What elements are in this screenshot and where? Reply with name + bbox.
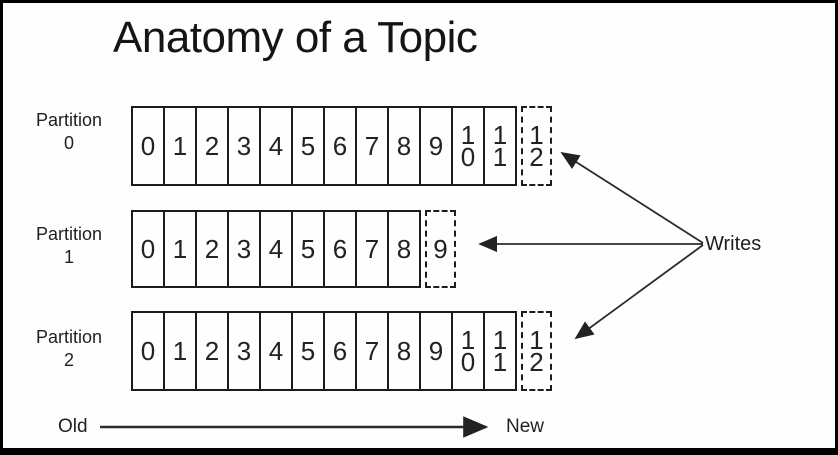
cell-digit: 1 bbox=[529, 325, 544, 355]
message-cell: 3 bbox=[227, 212, 259, 286]
partition-label-number: 0 bbox=[63, 133, 74, 153]
message-cell: 4 bbox=[259, 212, 291, 286]
message-cell: 5 bbox=[291, 212, 323, 286]
message-cell: 5 bbox=[291, 313, 323, 389]
partition-label-number: 1 bbox=[63, 247, 74, 267]
writes-arrow-partition2 bbox=[574, 244, 704, 340]
message-cell: 2 bbox=[195, 108, 227, 184]
message-cell: 1 bbox=[163, 212, 195, 286]
cell-digit: 0 bbox=[460, 142, 476, 172]
message-cell: 2 bbox=[195, 313, 227, 389]
message-cell: 1 bbox=[163, 108, 195, 184]
cell-digit: 1 bbox=[460, 120, 476, 150]
cell-digit: 1 bbox=[492, 347, 508, 377]
message-cell: 6 bbox=[323, 313, 355, 389]
partition-label-0: Partition 0 bbox=[21, 109, 117, 155]
partition-label-1: Partition 1 bbox=[21, 223, 117, 269]
cell-digit: 1 bbox=[492, 142, 508, 172]
cell-digit: 1 bbox=[460, 325, 476, 355]
partition-label-text: Partition bbox=[35, 224, 103, 244]
cell-digit: 1 bbox=[492, 325, 508, 355]
message-cell: 4 bbox=[259, 313, 291, 389]
writes-label: Writes bbox=[705, 233, 762, 255]
message-cell: 0 bbox=[140, 233, 156, 264]
new-label: New bbox=[506, 416, 545, 437]
partition-label-number: 2 bbox=[63, 350, 74, 370]
pending-message-cell: 9 bbox=[425, 210, 456, 288]
partition-label-2: Partition 2 bbox=[21, 326, 117, 372]
cell-digit: 2 bbox=[529, 347, 544, 377]
message-cell: 8 bbox=[387, 212, 419, 286]
message-cell: 1 bbox=[163, 313, 195, 389]
message-cell: 4 bbox=[259, 108, 291, 184]
cell-digit: 0 bbox=[460, 347, 476, 377]
message-cell: 0 bbox=[140, 130, 156, 161]
message-cell: 6 bbox=[323, 212, 355, 286]
old-label: Old bbox=[58, 416, 88, 437]
message-cell: 7 bbox=[355, 313, 387, 389]
message-cell: 3 bbox=[227, 108, 259, 184]
partition-label-text: Partition bbox=[35, 110, 103, 130]
message-cell: 0 bbox=[140, 335, 156, 366]
message-cell: 9 bbox=[419, 313, 451, 389]
message-cell: 8 bbox=[387, 313, 419, 389]
message-cell: 6 bbox=[323, 108, 355, 184]
partition-label-text: Partition bbox=[35, 327, 103, 347]
cell-digit: 2 bbox=[529, 142, 544, 172]
message-cell: 7 bbox=[355, 212, 387, 286]
message-cell: 8 bbox=[387, 108, 419, 184]
message-cell: 3 bbox=[227, 313, 259, 389]
message-cell: 2 bbox=[195, 212, 227, 286]
message-cell: 5 bbox=[291, 108, 323, 184]
cell-digit: 1 bbox=[492, 120, 508, 150]
message-cell: 7 bbox=[355, 108, 387, 184]
cell-digit: 1 bbox=[529, 120, 544, 150]
diagram-title: Anatomy of a Topic bbox=[113, 13, 478, 62]
writes-arrow-partition0 bbox=[560, 152, 704, 244]
message-cell: 9 bbox=[419, 108, 451, 184]
